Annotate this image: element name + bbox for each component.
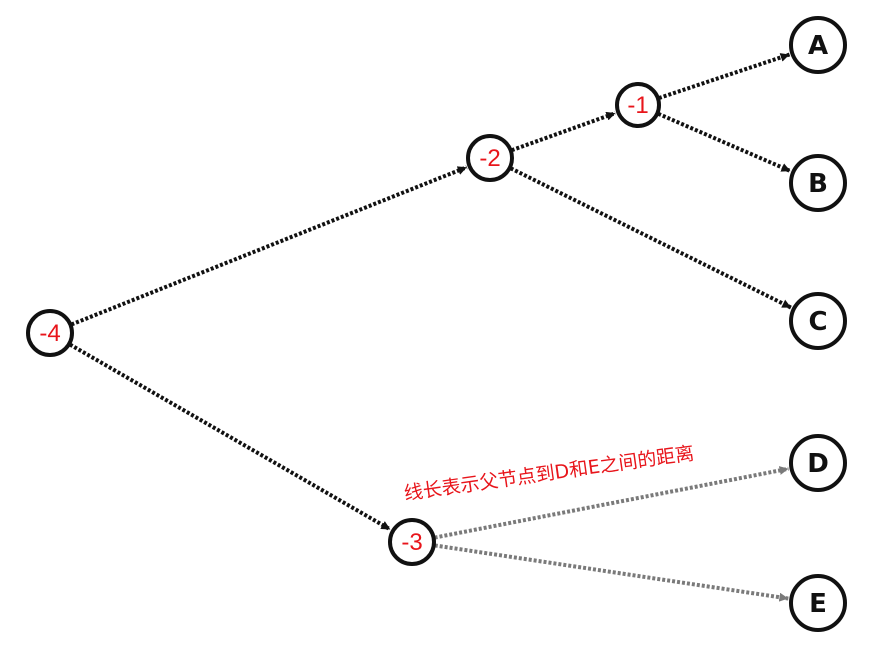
node-label: -1 [627,92,648,119]
node-label: -2 [479,145,500,172]
node-circle [789,16,847,74]
inner-node-n1: -1 [615,82,661,128]
node-label: D [807,449,829,479]
node-label: A [808,31,828,61]
edge-n3-to-D [434,466,789,540]
node-circle [615,82,661,128]
node-circle [789,154,847,212]
nodes: -4 -2 -1 -3 A B C D E [26,16,847,632]
node-circle [26,309,74,357]
node-label: -3 [401,529,422,556]
node-circle [388,518,436,566]
node-label: -4 [39,320,60,347]
edge-n2-to-C [509,166,793,310]
node-circle [466,134,514,182]
leaf-node-D: D [789,434,847,492]
inner-node-n4: -4 [26,309,74,357]
leaf-node-A: A [789,16,847,74]
inner-node-n2: -2 [466,134,514,182]
node-label: E [809,589,827,619]
inner-node-n3: -3 [388,518,436,566]
leaf-node-E: E [789,574,847,632]
edges [68,52,793,602]
edge-n4-to-n2 [70,165,468,327]
node-circle [789,292,847,350]
edge-n3-to-E [434,543,789,602]
node-label: B [808,169,828,199]
edge-n1-to-A [658,52,791,100]
node-circle [789,434,847,492]
edge-n4-to-n3 [68,342,392,532]
node-circle [789,574,847,632]
edge-n2-to-n1 [510,111,617,153]
node-label: C [808,307,827,337]
leaf-node-B: B [789,154,847,212]
edge-n1-to-B [657,111,792,173]
leaf-node-C: C [789,292,847,350]
